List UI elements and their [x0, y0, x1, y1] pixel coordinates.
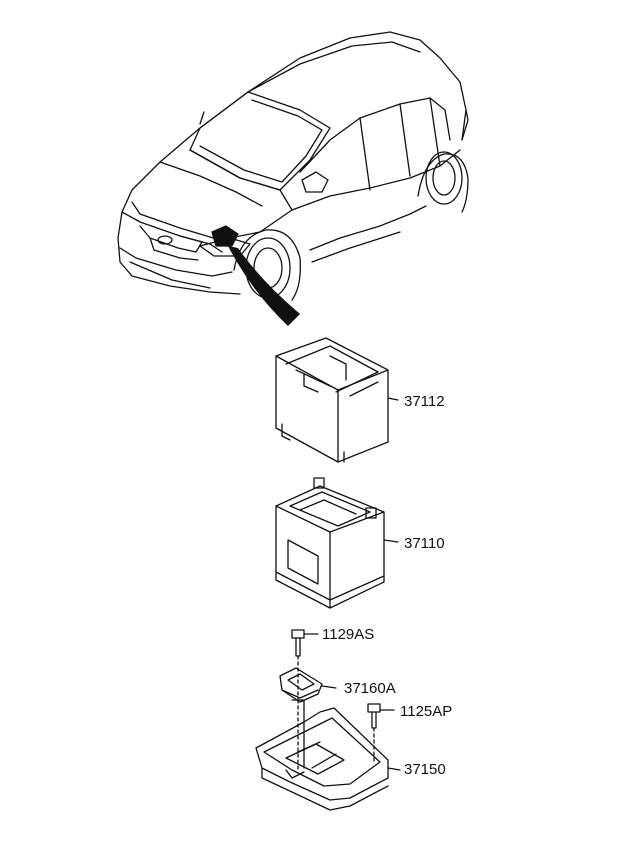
part-number-37112: 37112 — [404, 393, 445, 410]
part-37112-drawing — [275, 337, 399, 463]
part-number-1129AS: 1129AS — [322, 626, 375, 643]
part-37110-drawing — [275, 477, 399, 609]
part-number-37160A: 37160A — [344, 680, 396, 697]
part-1129AS-drawing — [291, 629, 319, 701]
part-number-37150: 37150 — [404, 761, 446, 778]
part-number-37110: 37110 — [404, 535, 445, 552]
part-37150-drawing — [255, 699, 401, 811]
car-illustration — [117, 31, 469, 301]
location-marker — [211, 225, 300, 326]
part-number-1125AP: 1125AP — [400, 703, 453, 720]
part-37160A-drawing — [279, 667, 337, 703]
